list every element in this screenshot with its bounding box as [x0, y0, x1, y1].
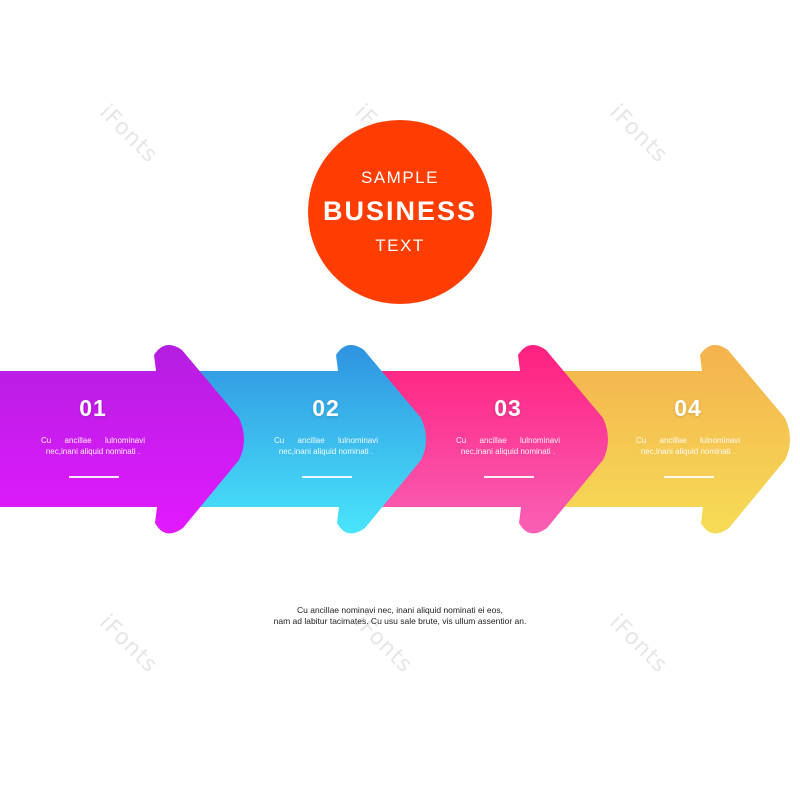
- step-3-desc-line1: Cu ancillae lulnominavi: [455, 436, 561, 445]
- footer-text: Cu ancillae nominavi nec, inani aliquid …: [200, 605, 600, 627]
- footer-line1: Cu ancillae nominavi nec, inani aliquid …: [296, 605, 503, 615]
- step-4-desc-line2: nec,inani aliquid nominati .: [640, 447, 736, 456]
- title-line-sample: SAMPLE: [361, 168, 439, 187]
- arrow-step-3: [378, 345, 608, 534]
- title-circle: SAMPLE BUSINESS TEXT: [308, 120, 492, 304]
- step-4-divider: [664, 476, 714, 478]
- step-2-desc-line2: nec,inani aliquid nominati .: [278, 447, 374, 456]
- step-2-number: 02: [312, 395, 340, 421]
- step-1-divider: [69, 476, 119, 478]
- step-4-number: 04: [674, 395, 702, 421]
- step-4-description: Cu ancillae lulnominavi nec,inani aliqui…: [618, 435, 758, 457]
- step-1-number: 01: [79, 395, 107, 421]
- title-line-business: BUSINESS: [322, 196, 478, 226]
- step-2-description: Cu ancillae lulnominavi nec,inani aliqui…: [256, 435, 396, 457]
- step-2-desc-line1: Cu ancillae lulnominavi: [273, 436, 379, 445]
- step-3-number: 03: [494, 395, 522, 421]
- step-2-divider: [302, 476, 352, 478]
- arrow-step-2: [196, 345, 426, 534]
- title-line-text: TEXT: [375, 236, 425, 255]
- step-1-desc-line1: Cu ancillae lulnominavi: [40, 436, 146, 445]
- step-1-description: Cu ancillae lulnominavi nec,inani aliqui…: [23, 435, 163, 457]
- step-3-divider: [484, 476, 534, 478]
- arrow-step-1: [0, 345, 244, 534]
- step-3-desc-line2: nec,inani aliquid nominati .: [460, 447, 556, 456]
- step-4-desc-line1: Cu ancillae lulnominavi: [635, 436, 741, 445]
- footer-line2: nam ad labitur tacimates. Cu usu sale br…: [273, 616, 527, 626]
- step-1-desc-line2: nec,inani aliquid nominati .: [45, 447, 141, 456]
- step-3-description: Cu ancillae lulnominavi nec,inani aliqui…: [438, 435, 578, 457]
- arrow-step-4: [560, 345, 790, 534]
